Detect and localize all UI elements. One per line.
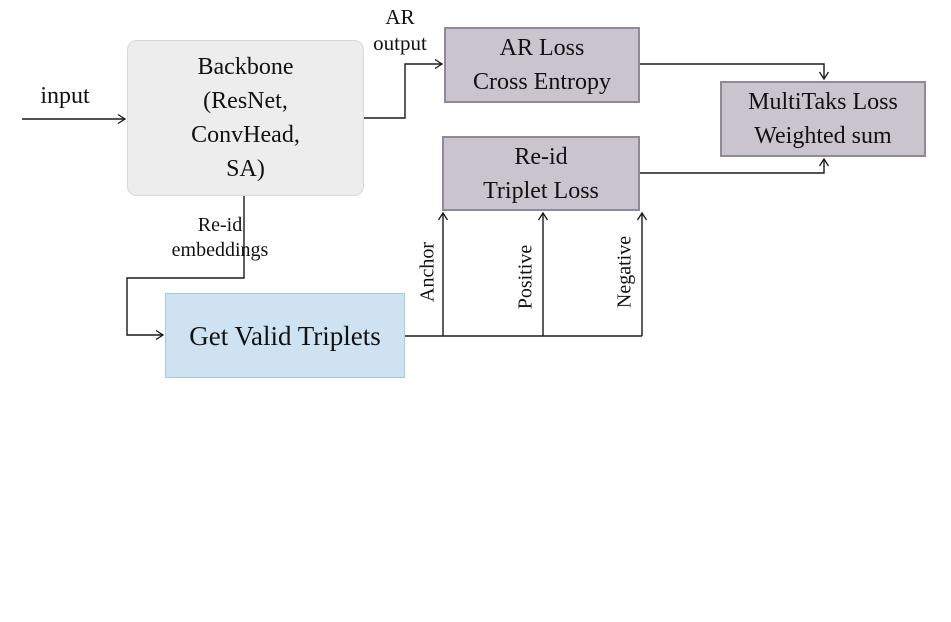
reid-embeddings-label-line: embeddings xyxy=(171,239,269,261)
backbone-node: Backbone (ResNet, ConvHead, SA) xyxy=(127,40,364,196)
ar-loss-label-line: Cross Entropy xyxy=(473,69,611,95)
backbone-label-line: ConvHead, xyxy=(191,122,300,148)
reid-embeddings-label-line: Re-id xyxy=(197,214,243,236)
reid-triplet-loss-node: Re-id Triplet Loss xyxy=(442,136,640,211)
ar-output-label-line: output xyxy=(373,31,427,55)
edge-triplet-to-multitask xyxy=(640,157,830,174)
reid-embeddings-edge-label: Re-id embeddings xyxy=(150,213,290,263)
edge-arloss-to-multitask xyxy=(640,63,830,81)
ar-loss-node: AR Loss Cross Entropy xyxy=(444,27,640,103)
backbone-label-line: (ResNet, xyxy=(203,88,288,114)
anchor-edge-label: Anchor xyxy=(416,242,439,302)
negative-edge-label: Negative xyxy=(613,235,636,309)
triplet-loss-label-line: Re-id xyxy=(514,143,568,170)
multitask-loss-node: MultiTaks Loss Weighted sum xyxy=(720,81,926,157)
backbone-label-line: Backbone xyxy=(197,54,294,80)
multitask-loss-label-line: Weighted sum xyxy=(754,123,892,149)
ar-loss-label-line: AR Loss xyxy=(499,35,585,61)
positive-edge-label: Positive xyxy=(514,244,537,310)
multitask-loss-label-line: MultiTaks Loss xyxy=(748,89,898,115)
backbone-label-line: SA) xyxy=(226,156,265,182)
triplet-loss-label-line: Triplet Loss xyxy=(483,177,599,204)
ar-output-label-line: AR xyxy=(385,5,415,29)
get-valid-triplets-label: Get Valid Triplets xyxy=(189,320,381,351)
ar-output-edge-label: AR output xyxy=(360,4,440,56)
input-edge-label: input xyxy=(40,83,90,109)
edge-backbone-to-arloss xyxy=(363,58,444,119)
get-valid-triplets-node: Get Valid Triplets xyxy=(165,293,405,378)
edge-backbone-to-gvt xyxy=(126,196,245,341)
